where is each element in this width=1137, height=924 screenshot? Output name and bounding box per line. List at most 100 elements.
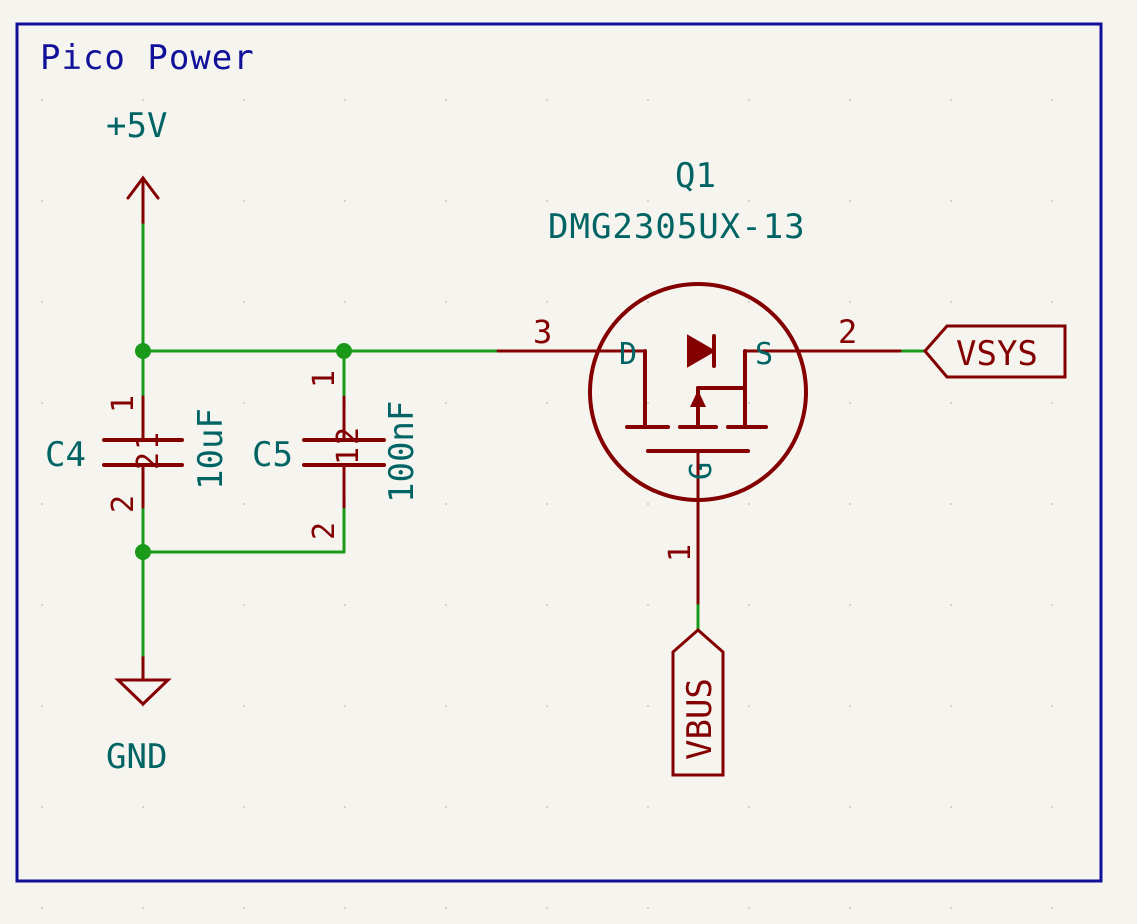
grid-dot xyxy=(243,806,245,808)
grid-dot xyxy=(950,503,952,505)
grid-dot xyxy=(849,402,851,404)
grid-dot xyxy=(546,503,548,505)
q1-label-s: S xyxy=(755,337,773,372)
q1-arrow-icon xyxy=(690,390,706,407)
grid-dot xyxy=(647,907,649,909)
grid-dot xyxy=(849,99,851,101)
grid-dot xyxy=(41,402,43,404)
grid-dot xyxy=(445,503,447,505)
q1-label-d: D xyxy=(619,337,637,372)
q1-pin-drain-number: 3 xyxy=(533,313,552,351)
grid-dot xyxy=(950,402,952,404)
grid-dot xyxy=(1051,806,1053,808)
c4-pin1-number: 1 xyxy=(106,395,141,413)
power-5v-symbol: +5V xyxy=(106,106,167,227)
grid-dot xyxy=(647,402,649,404)
c4-pin-overlap-1: 1 xyxy=(131,432,166,450)
grid-dot xyxy=(950,301,952,303)
grid-dot xyxy=(546,99,548,101)
grid-dot xyxy=(344,806,346,808)
label-vbus-text: VBUS xyxy=(680,678,720,760)
grid-dot xyxy=(950,99,952,101)
c5-pin-overlap-2: 2 xyxy=(331,427,366,445)
grid-dot xyxy=(950,806,952,808)
grid-dot xyxy=(445,402,447,404)
grid-dot xyxy=(243,200,245,202)
grid-dot xyxy=(647,806,649,808)
grid-dot xyxy=(41,301,43,303)
c5-pin2-number: 2 xyxy=(307,522,342,540)
junction-c4-top xyxy=(135,343,151,359)
grid-dot xyxy=(647,705,649,707)
capacitor-c4: C4 10uF 1 2 1 2 xyxy=(45,395,231,513)
grid-dot xyxy=(445,200,447,202)
grid-dot xyxy=(41,907,43,909)
grid-dot xyxy=(142,806,144,808)
junction-c5-top xyxy=(336,343,352,359)
grid-dot xyxy=(344,705,346,707)
grid-dot xyxy=(41,503,43,505)
junction-c4-bottom xyxy=(135,544,151,560)
grid-dot xyxy=(344,99,346,101)
sheet-frame xyxy=(15,22,1103,883)
c4-value: 10uF xyxy=(191,408,231,490)
grid-dot xyxy=(748,604,750,606)
grid-dot xyxy=(950,907,952,909)
mosfet-q1: Q1 DMG2305UX-13 3 2 1 D S G xyxy=(496,156,902,605)
grid-dot xyxy=(647,604,649,606)
grid-dot xyxy=(243,402,245,404)
grid-dot xyxy=(849,806,851,808)
grid-dot xyxy=(647,200,649,202)
grid xyxy=(41,99,1053,909)
grid-dot xyxy=(1051,200,1053,202)
grid-dot xyxy=(445,806,447,808)
grid-dot xyxy=(748,907,750,909)
grid-dot xyxy=(243,503,245,505)
q1-pin-source-number: 2 xyxy=(838,313,857,351)
grid-dot xyxy=(849,604,851,606)
grid-dot xyxy=(41,806,43,808)
grid-dot xyxy=(950,604,952,606)
grid-dot xyxy=(546,806,548,808)
grid-dot xyxy=(950,200,952,202)
grid-dot xyxy=(546,301,548,303)
grid-dot xyxy=(950,705,952,707)
grid-dot xyxy=(1051,503,1053,505)
c4-ref: C4 xyxy=(45,435,86,475)
grid-dot xyxy=(647,503,649,505)
grid-dot xyxy=(849,907,851,909)
grid-dot xyxy=(243,99,245,101)
q1-ref: Q1 xyxy=(675,156,716,196)
grid-dot xyxy=(445,907,447,909)
grid-dot xyxy=(243,604,245,606)
grid-dot xyxy=(344,604,346,606)
c4-pin-overlap-2: 2 xyxy=(131,452,166,470)
grid-dot xyxy=(647,301,649,303)
grid-dot xyxy=(546,604,548,606)
grid-dot xyxy=(445,301,447,303)
grid-dot xyxy=(748,705,750,707)
label-vsys-text: VSYS xyxy=(956,334,1038,374)
grid-dot xyxy=(142,907,144,909)
label-vbus: VBUS xyxy=(671,628,725,777)
grid-dot xyxy=(546,200,548,202)
grid-dot xyxy=(748,301,750,303)
grid-dot xyxy=(1051,604,1053,606)
q1-label-g: G xyxy=(684,462,719,480)
grid-dot xyxy=(344,301,346,303)
c4-pin2-number: 2 xyxy=(106,495,141,513)
grid-dot xyxy=(41,604,43,606)
grid-dot xyxy=(546,907,548,909)
grid-dot xyxy=(243,301,245,303)
grid-dot xyxy=(748,99,750,101)
sheet-title: Pico Power xyxy=(40,38,255,78)
grid-dot xyxy=(344,200,346,202)
grid-dot xyxy=(243,705,245,707)
c5-ref: C5 xyxy=(252,435,293,475)
q1-part: DMG2305UX-13 xyxy=(548,207,806,247)
grid-dot xyxy=(849,200,851,202)
label-vsys: VSYS xyxy=(923,324,1067,379)
grid-dot xyxy=(849,301,851,303)
